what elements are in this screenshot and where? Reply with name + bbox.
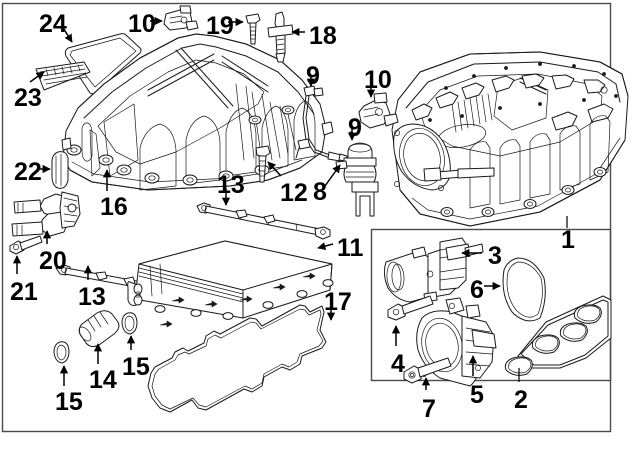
callout-2[interactable]: 2 <box>514 386 528 414</box>
part-20-fuel-injector <box>11 191 81 237</box>
part-2-gasket-strip <box>504 295 612 376</box>
callout-16[interactable]: 16 <box>100 193 128 221</box>
callout-7[interactable]: 7 <box>422 395 436 423</box>
part-1-supercharger-body <box>391 51 629 227</box>
callout-15-right[interactable]: 15 <box>122 353 150 381</box>
callout-23[interactable]: 23 <box>14 84 42 112</box>
callout-22[interactable]: 22 <box>14 158 42 186</box>
callout-18[interactable]: 18 <box>309 22 337 50</box>
callout-5[interactable]: 5 <box>470 381 484 409</box>
part-15-o-ring-right <box>121 312 138 335</box>
part-3-air-flow-meter <box>383 237 484 303</box>
part-10-map-sensor-lower <box>358 92 399 129</box>
part-6-throttle-gasket <box>502 257 546 322</box>
part-19-cover-bolt <box>245 13 261 45</box>
callout-12[interactable]: 12 <box>280 179 308 207</box>
callout-20[interactable]: 20 <box>39 247 67 275</box>
callout-17[interactable]: 17 <box>324 288 352 316</box>
leader-lines <box>12 16 568 390</box>
callout-14[interactable]: 14 <box>89 366 117 394</box>
part-10-map-sensor-upper <box>163 5 199 31</box>
part-4-flange-bolt <box>387 295 434 321</box>
callout-8[interactable]: 8 <box>313 178 327 206</box>
callout-1[interactable]: 1 <box>561 226 575 254</box>
callout-11[interactable]: 11 <box>337 234 364 262</box>
part-12-flange-bolt <box>255 145 271 183</box>
callout-10-lower[interactable]: 10 <box>364 66 392 94</box>
callout-9-upper[interactable]: 9 <box>306 62 320 90</box>
callout-21[interactable]: 21 <box>10 278 38 306</box>
part-21-retainer-bolt <box>9 235 43 255</box>
part-9-sensor-lower <box>295 138 311 159</box>
callout-13-lower[interactable]: 13 <box>78 283 106 311</box>
callout-4[interactable]: 4 <box>391 350 405 378</box>
callout-13-upper[interactable]: 13 <box>217 171 245 199</box>
outer-frame <box>1 2 612 433</box>
callout-19[interactable]: 19 <box>206 12 234 40</box>
part-7-socket-bolt <box>403 357 452 384</box>
part-23-cover-strip <box>35 61 91 91</box>
part-8-egr-valve <box>335 142 379 217</box>
part-11-intercooler <box>127 240 334 328</box>
callout-15-left[interactable]: 15 <box>55 388 83 416</box>
callout-3[interactable]: 3 <box>488 242 502 270</box>
callout-10-upper[interactable]: 10 <box>128 10 156 38</box>
part-14-connector-pipe <box>78 310 120 348</box>
callout-6[interactable]: 6 <box>470 276 484 304</box>
part-17-cooler-gasket <box>147 304 327 413</box>
part-15-o-ring-left <box>53 341 70 364</box>
part-22-port-seal <box>51 151 69 189</box>
part-18-idle-air-valve <box>267 11 294 63</box>
callout-9-lower[interactable]: 9 <box>348 114 362 142</box>
part-24-cover-gasket <box>64 33 142 95</box>
callout-24[interactable]: 24 <box>39 10 67 38</box>
